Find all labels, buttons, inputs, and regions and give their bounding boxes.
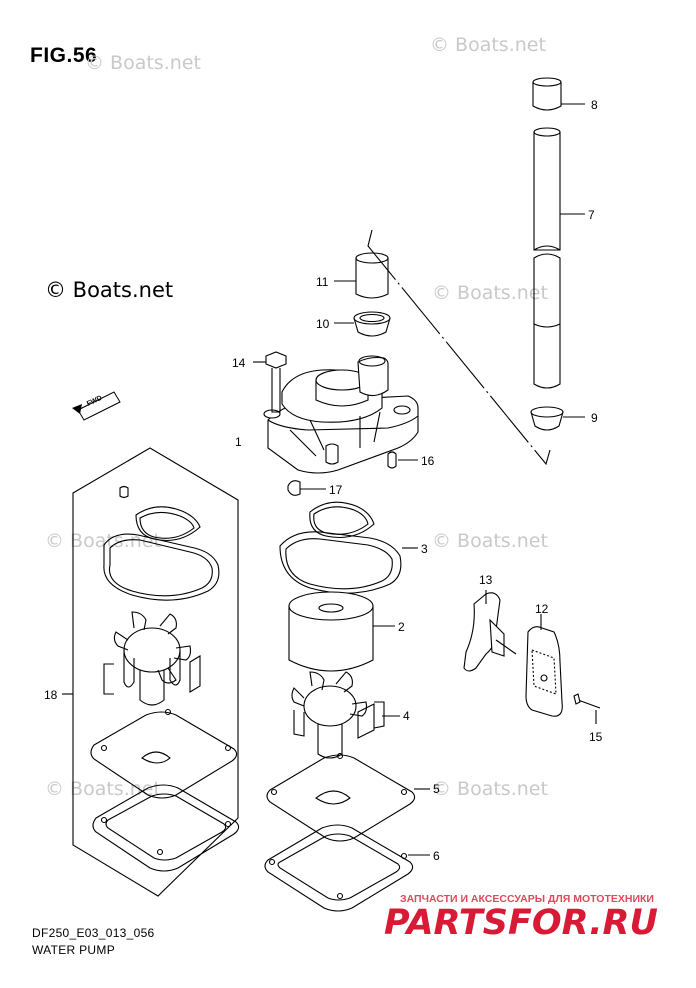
impeller-part-4 — [291, 671, 400, 759]
brand-logo: PARTSFOR.RU — [384, 903, 658, 943]
kit-outline — [72, 447, 239, 897]
bolt-part-14 — [253, 351, 287, 413]
kit-plate — [90, 711, 238, 799]
callout-1: 1 — [235, 435, 242, 449]
callout-8: 8 — [591, 98, 598, 112]
housing-tube-outlet — [357, 356, 389, 397]
callout-2: 2 — [398, 620, 405, 634]
figure-name: WATER PUMP — [32, 943, 115, 957]
callout-3: 3 — [421, 542, 428, 556]
callout-4: 4 — [403, 709, 410, 723]
watermark: © Boats.net — [85, 52, 201, 74]
callout-5: 5 — [433, 782, 440, 796]
seal-part-10 — [334, 311, 391, 337]
callout-17: 17 — [329, 483, 343, 497]
water-tube-part-7 — [533, 127, 585, 389]
callout-12: 12 — [535, 602, 549, 616]
kit-key — [119, 485, 129, 499]
brand-tagline: ЗАПЧАСТИ И АКСЕССУАРЫ ДЛЯ МОТОТЕХНИКИ — [400, 893, 654, 905]
screw-part-15 — [573, 693, 601, 724]
callout-13: 13 — [479, 573, 493, 587]
watermark: © Boats.net — [45, 778, 161, 800]
figure-title: FIG.56 — [30, 44, 98, 67]
key-part-17 — [287, 480, 326, 496]
kit-seal — [103, 533, 220, 601]
callout-6: 6 — [433, 849, 440, 863]
callout-11: 11 — [316, 275, 329, 289]
watermark: © Boats.net — [432, 530, 548, 552]
pump-housing — [263, 369, 419, 474]
callout-7: 7 — [588, 208, 595, 222]
bracket-part-13 — [463, 590, 517, 672]
grommet-part-8 — [532, 77, 585, 111]
plate-part-5 — [266, 752, 430, 842]
callout-16: 16 — [421, 454, 435, 468]
watermark-main: © Boats.net — [45, 278, 174, 302]
watermark: © Boats.net — [430, 34, 546, 56]
callout-14: 14 — [232, 356, 246, 370]
watermark: © Boats.net — [432, 282, 548, 304]
watermark: © Boats.net — [432, 778, 548, 800]
gasket-part-6 — [264, 824, 430, 912]
forward-direction-icon: FWD — [72, 391, 121, 421]
figure-code: DF250_E03_013_056 — [32, 926, 155, 940]
kit-gasket — [92, 784, 240, 872]
kit-impeller — [103, 611, 201, 706]
callout-9: 9 — [591, 411, 598, 425]
callout-15: 15 — [589, 730, 603, 744]
callout-labels: 1 2 3 4 5 6 7 8 9 10 11 12 13 14 15 16 1… — [44, 98, 603, 863]
grommet-part-9 — [530, 406, 585, 431]
plate-part-12 — [525, 614, 563, 717]
liner-part-2 — [288, 591, 395, 672]
seal-ring-part-3 — [279, 501, 418, 594]
watermark: © Boats.net — [45, 530, 161, 552]
dowel-pin-part-16 — [387, 451, 418, 469]
callout-10: 10 — [316, 317, 330, 331]
callout-18: 18 — [44, 688, 58, 702]
grommet-part-11 — [334, 252, 389, 299]
